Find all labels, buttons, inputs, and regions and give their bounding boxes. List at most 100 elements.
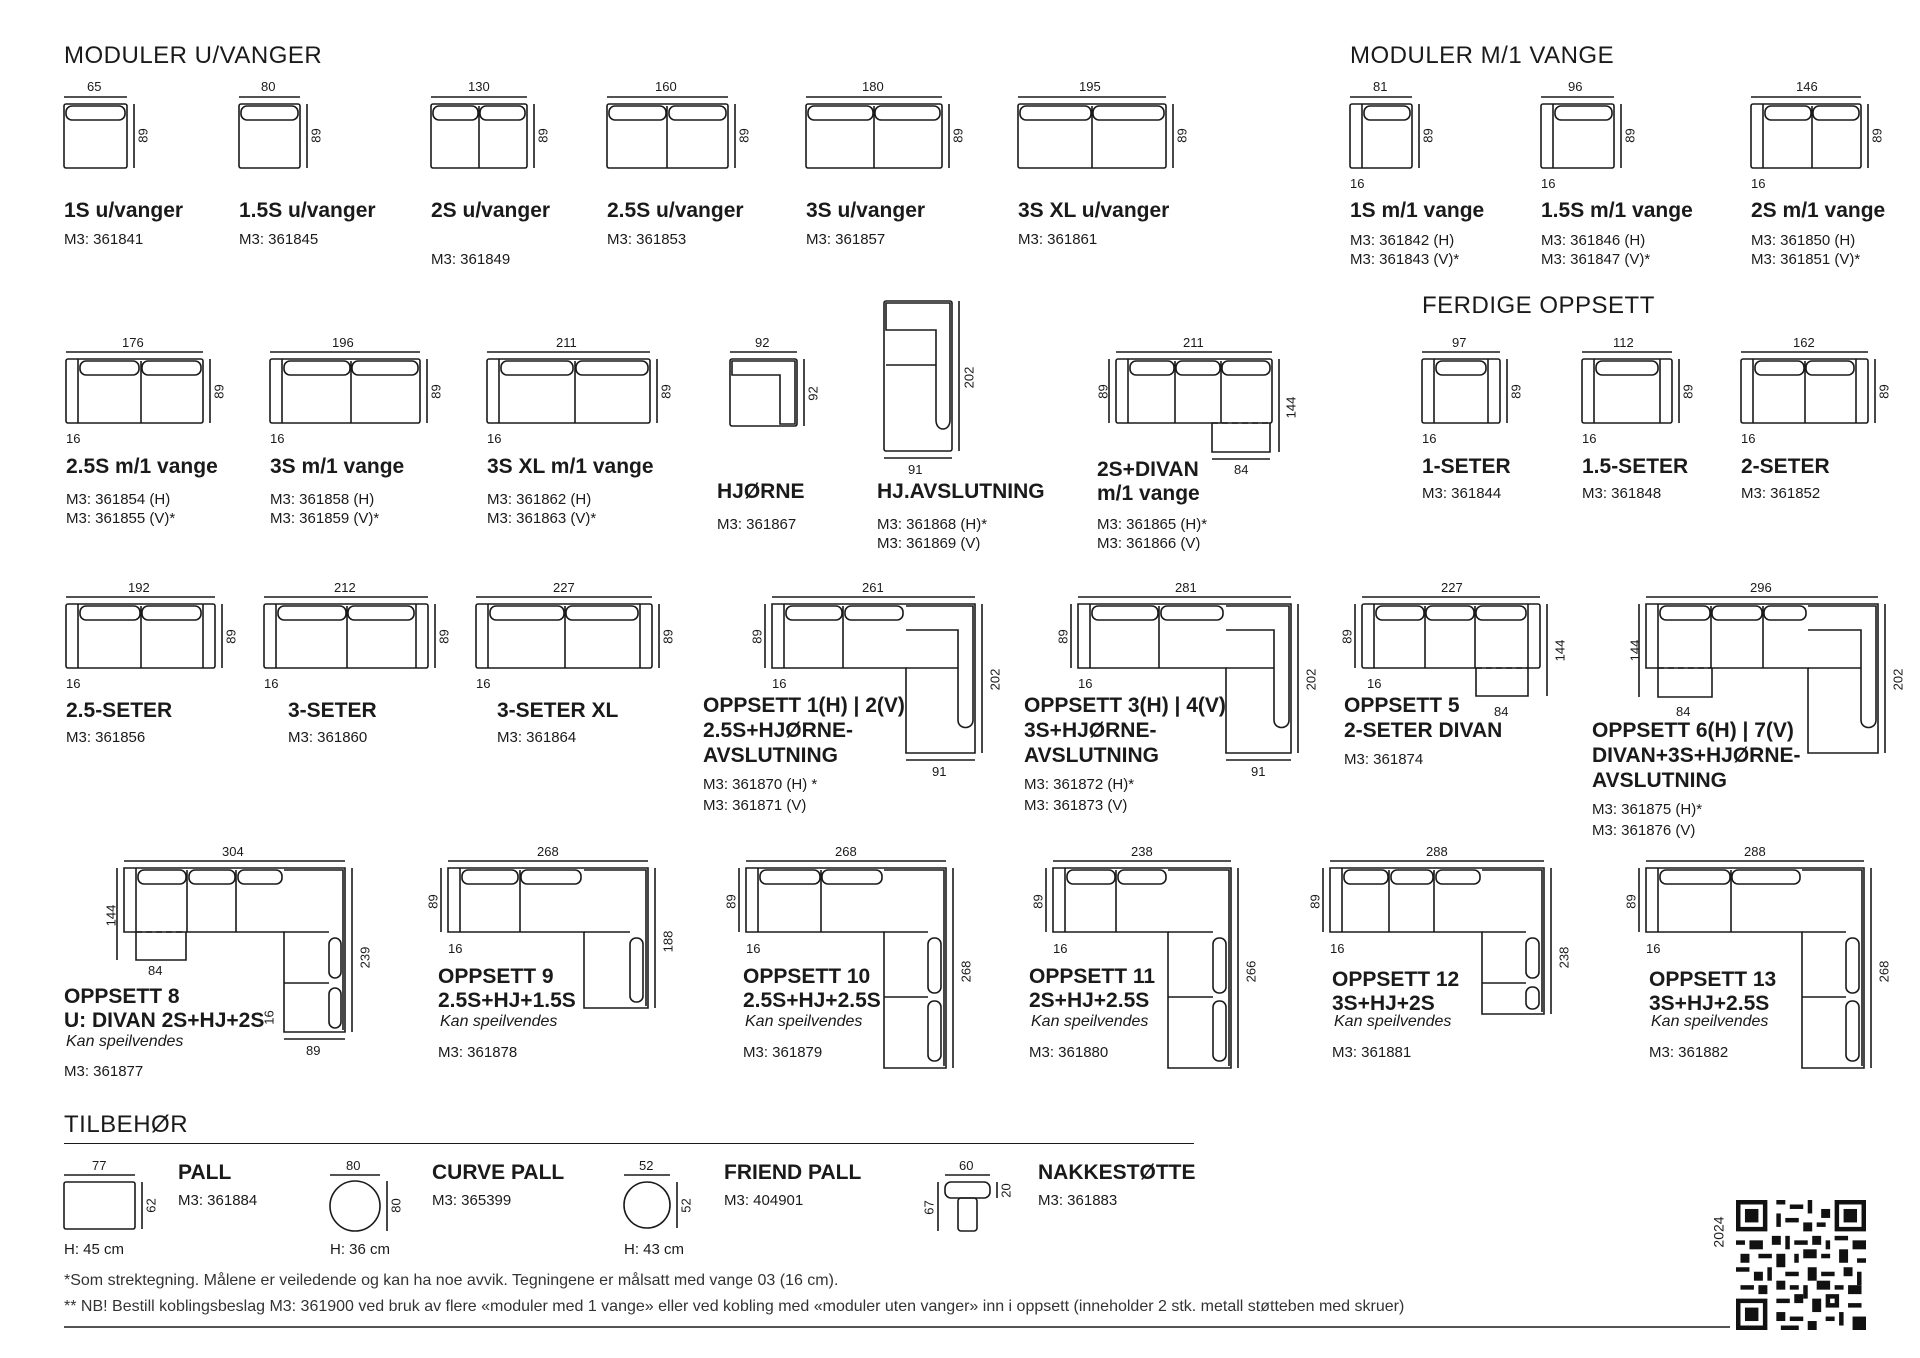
product-code: M3: 361865 (H)* — [1097, 516, 1208, 533]
dim-armrest: 16 — [1367, 676, 1382, 691]
drawing-oppsett-3-4 — [1070, 596, 1299, 761]
product-name: 2.5S m/1 vange — [66, 455, 218, 478]
product-note: Kan speilvendes — [440, 1013, 558, 1030]
product-code: M3: 361846 (H) — [1541, 232, 1646, 249]
accessory-code: M3: 361883 — [1038, 1192, 1118, 1209]
dim-length: 144 — [1552, 639, 1568, 662]
product-note: Kan speilvendes — [1031, 1013, 1149, 1030]
product-name: OPPSETT 6(H) | 7(V) — [1592, 719, 1794, 742]
dim-depth: 20 — [998, 1183, 1014, 1198]
product-name: OPPSETT 5 — [1344, 694, 1460, 717]
dim-width: 227 — [553, 580, 575, 595]
dim-depth: 89 — [1339, 629, 1355, 644]
drawing-oppsett-6-7 — [1638, 596, 1886, 754]
product-code: M3: 361853 — [607, 231, 687, 248]
dim-depth: 89 — [211, 384, 227, 399]
dim-width: 80 — [346, 1158, 361, 1173]
dim-depth: 89 — [1055, 629, 1071, 644]
product-name: OPPSETT 11 — [1029, 965, 1156, 988]
dim-width: 180 — [862, 79, 884, 94]
dim-length: 188 — [660, 930, 676, 953]
product-code: M3: 361876 (V) — [1592, 822, 1696, 839]
accessory-height: H: 36 cm — [330, 1241, 391, 1258]
drawing-oppsett-5 — [1354, 596, 1548, 697]
product-code: M3: 361861 — [1018, 231, 1098, 248]
product-code: M3: 361869 (V) — [877, 535, 981, 552]
product-name: 2S m/1 vange — [1751, 199, 1886, 222]
dim-width: 261 — [862, 580, 884, 595]
product-code: M3: 361854 (H) — [66, 491, 171, 508]
drawing-curve-pall — [329, 1174, 388, 1232]
dim-width: 160 — [655, 79, 677, 94]
drawing-oppsett-12 — [1322, 860, 1552, 1015]
dim-armrest: 16 — [448, 941, 463, 956]
drawing-pall — [63, 1174, 143, 1230]
dim-armrest: 16 — [487, 431, 502, 446]
dim-length: 266 — [1243, 960, 1259, 983]
dim-width: 91 — [908, 462, 923, 477]
product-code: M3: 361852 — [1741, 485, 1821, 502]
product-name: OPPSETT 1(H) | 2(V) — [703, 694, 905, 717]
dim-width: 162 — [1793, 335, 1815, 350]
dim-width: 84 — [1494, 704, 1509, 719]
product-name: 2S+DIVAN — [1097, 458, 1199, 481]
dim-depth: 89 — [135, 128, 151, 143]
drawing-oppsett-8 — [116, 860, 353, 1040]
dim-width: 89 — [306, 1043, 321, 1058]
section-title-moduler-u-vanger: MODULER U/VANGER — [64, 42, 323, 69]
dim-width: 92 — [755, 335, 770, 350]
product-name: 2.5-SETER — [66, 699, 173, 722]
dim-depth: 89 — [1508, 384, 1524, 399]
product-code: M3: 361879 — [743, 1044, 823, 1061]
product-note: Kan speilvendes — [1651, 1013, 1769, 1030]
dim-width: 112 — [1613, 335, 1634, 350]
product-code: M3: 361875 (H)* — [1592, 801, 1703, 818]
dim-armrest: 16 — [476, 676, 491, 691]
dim-depth: 52 — [678, 1198, 694, 1213]
product-name: OPPSETT 3(H) | 4(V) — [1024, 694, 1226, 717]
dim-depth: 89 — [1030, 894, 1046, 909]
product-code: M3: 361845 — [239, 231, 319, 248]
product-code: M3: 361856 — [66, 729, 146, 746]
drawing-hjorne — [729, 351, 805, 427]
product-note: Kan speilvendes — [745, 1013, 863, 1030]
dim-width: 84 — [148, 963, 163, 978]
product-code: M3: 361859 (V)* — [270, 510, 380, 527]
product-name: 1S u/vanger — [64, 199, 184, 222]
product-code: M3: 361850 (H) — [1751, 232, 1856, 249]
dim-depth: 89 — [950, 128, 966, 143]
product-code: M3: 361847 (V)* — [1541, 251, 1651, 268]
dim-width: 84 — [1234, 462, 1249, 477]
year-label: 2024 — [1710, 1216, 1727, 1248]
product-name: OPPSETT 8 — [64, 985, 180, 1008]
drawing-friend-pall — [623, 1174, 678, 1229]
product-code: M3: 361871 (V) — [703, 797, 807, 814]
dim-width: 288 — [1744, 844, 1766, 859]
product-name: AVSLUTNING — [1592, 769, 1727, 792]
dim-width: 176 — [122, 335, 144, 350]
drawing-2s-m1-vange — [1750, 96, 1869, 169]
dim-length: 239 — [357, 946, 373, 969]
dim-depth: 89 — [1095, 384, 1111, 399]
dim-depth: 89 — [425, 894, 441, 909]
dim-depth: 89 — [660, 629, 676, 644]
product-name: AVSLUTNING — [703, 744, 838, 767]
dim-depth: 89 — [1876, 384, 1892, 399]
drawing-25s-u-vanger — [606, 96, 736, 169]
dim-depth: 89 — [1623, 894, 1639, 909]
qr-code-icon[interactable] — [1736, 1200, 1866, 1330]
product-name: 3S+HJ+2S — [1332, 992, 1435, 1015]
drawing-oppsett-13 — [1638, 860, 1872, 1069]
dim-armrest: 16 — [1646, 941, 1661, 956]
dim-width: 77 — [92, 1158, 107, 1173]
dim-width: 84 — [1676, 704, 1691, 719]
dim-depth: 89 — [308, 128, 324, 143]
dim-depth: 92 — [805, 386, 821, 401]
dim-depth: 89 — [1307, 894, 1323, 909]
footnote-1: *Som strektegning. Målene er veiledende … — [64, 1272, 839, 1289]
dim-armrest: 16 — [1582, 431, 1597, 446]
dim-width: 52 — [639, 1158, 654, 1173]
dim-width: 211 — [556, 335, 577, 350]
dim-width: 65 — [87, 79, 102, 94]
